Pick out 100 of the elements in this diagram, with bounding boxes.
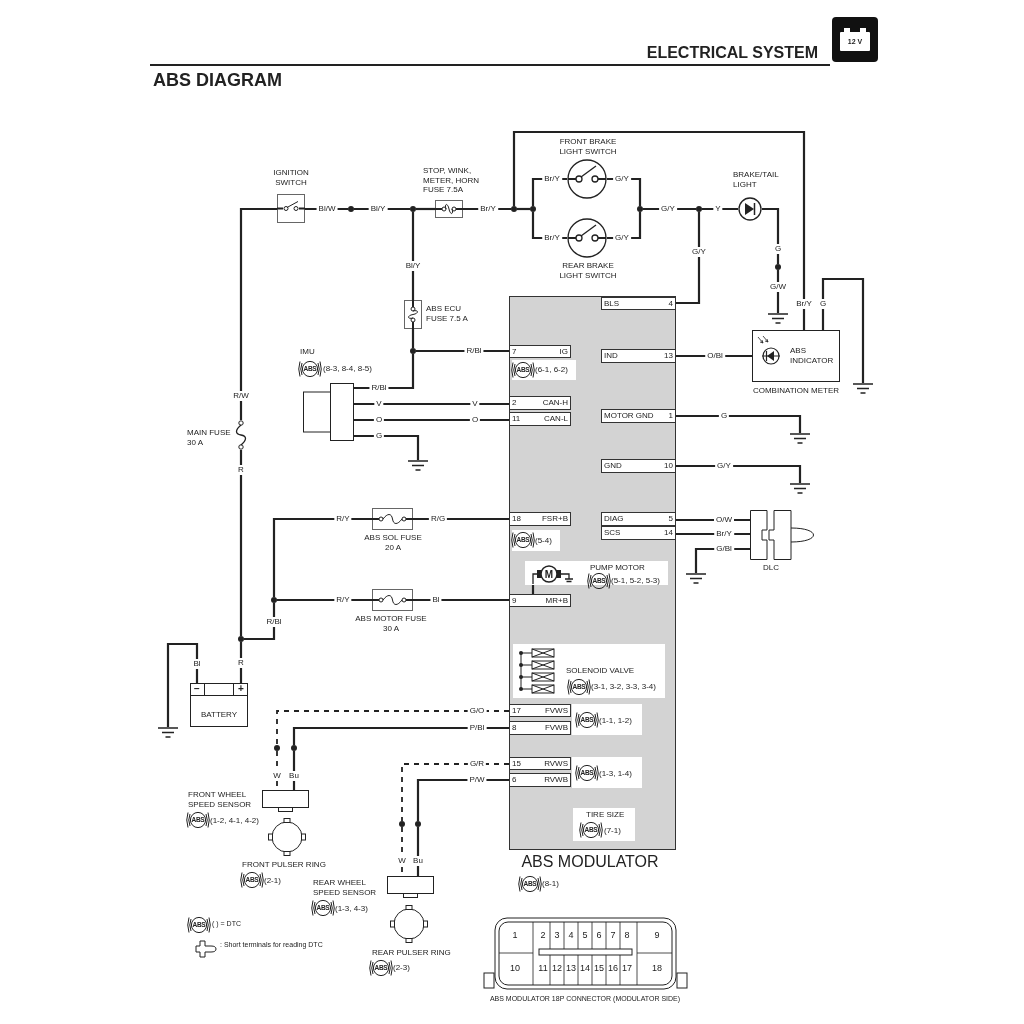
terminal-box <box>601 459 676 473</box>
wire <box>272 517 372 597</box>
pin-number: 2 <box>540 930 546 940</box>
note-panel <box>573 808 635 841</box>
wire <box>413 598 509 602</box>
component-label: REAR WHEEL SPEED SENSOR <box>313 878 378 898</box>
ground-symbol <box>408 460 428 472</box>
component-label: ABS INDICATOR <box>790 346 835 366</box>
wire-color-label: V <box>470 399 480 409</box>
pin-number: 10 <box>510 963 520 973</box>
pin-number: 15 <box>594 963 604 973</box>
wire-color-label: Bu <box>411 856 425 866</box>
component-label: FRONT WHEEL SPEED SENSOR <box>188 790 253 810</box>
wire <box>401 763 510 822</box>
terminal-label: 13 <box>664 351 673 361</box>
wire-color-label: O <box>373 415 385 425</box>
wire-color-label: W <box>396 856 408 866</box>
ground-symbol <box>686 573 706 585</box>
wire-color-label: R/G <box>428 514 448 524</box>
wire-color-label: R/Bl <box>369 383 389 393</box>
wire-color-label: Bl <box>191 659 203 669</box>
pin-number: 1 <box>512 930 518 940</box>
wire-color-label: G <box>718 411 730 421</box>
wire-color-label: R/Y <box>334 514 352 524</box>
wire-color-label: G <box>772 244 784 254</box>
component-label: TIRE SIZE <box>586 810 625 820</box>
wire-color-label: G <box>817 299 829 309</box>
wire-color-label: G <box>373 431 385 441</box>
wire <box>244 603 276 641</box>
terminal-label: 7 <box>512 347 517 357</box>
junction-dot <box>410 206 416 212</box>
wire <box>292 751 296 790</box>
wire <box>276 710 510 746</box>
terminal-label: BLS <box>604 299 620 309</box>
reference-code: (1-2, 4-1, 4-2) <box>210 816 259 826</box>
reference-code: (1-3, 4-3) <box>335 904 368 914</box>
component-label: ABS ECU FUSE 7.5 A <box>426 304 469 324</box>
wire-color-label: Br/Y <box>542 233 562 243</box>
terminal-label: GND <box>604 461 622 471</box>
motor-letter: M <box>544 570 554 580</box>
component-label: STOP, WINK, METER, HORN FUSE 7.5A <box>423 166 480 195</box>
junction-dot <box>530 206 536 212</box>
wire-color-label: P/Bl <box>467 723 487 733</box>
terminal-label: 15 <box>512 759 521 769</box>
reference-code: (7-1) <box>604 826 621 836</box>
connector-dot <box>399 821 405 827</box>
wire-color-label: W <box>271 771 283 781</box>
terminal-label: 9 <box>512 596 517 606</box>
wire <box>354 418 509 422</box>
module-label: ABS MODULATOR <box>520 852 660 872</box>
wire-color-label: R/Bl <box>464 346 484 356</box>
terminal-box <box>601 349 676 363</box>
wire <box>776 270 780 313</box>
reference-code: (2-3) <box>393 963 410 973</box>
component-label: (5-4) <box>535 536 552 546</box>
wire-color-label: G/Y <box>613 233 631 243</box>
terminal-label: 8 <box>512 723 517 733</box>
component-label: BATTERY <box>199 710 239 720</box>
connector-dot <box>775 264 781 270</box>
terminal-label: 11 <box>512 414 521 424</box>
component-label: REAR PULSER RING <box>372 948 451 958</box>
pin-number: 6 <box>596 930 602 940</box>
wire <box>607 212 642 240</box>
junction-dot <box>511 206 517 212</box>
wire-color-label: R/Bl <box>264 617 284 627</box>
ground-symbol <box>790 483 810 495</box>
terminal-label: IG <box>559 347 568 357</box>
junction-dot <box>637 206 643 212</box>
wire <box>416 778 509 821</box>
wire <box>416 207 435 211</box>
wire-color-label: G/W <box>768 282 788 292</box>
wire <box>239 207 277 420</box>
wire <box>166 642 199 727</box>
component-label: FRONT PULSER RING <box>242 860 326 870</box>
wire <box>411 329 415 348</box>
connector-dot <box>274 745 280 751</box>
wire-color-label: Bl/Y <box>403 261 423 271</box>
pin-number: 11 <box>538 963 548 973</box>
terminal-label: 2 <box>512 398 517 408</box>
note-panel <box>525 561 668 585</box>
terminal-box <box>601 512 676 526</box>
wire <box>531 177 567 206</box>
ground-symbol <box>768 313 788 325</box>
component-label: BRAKE/TAIL LIGHT <box>733 170 780 190</box>
wire-color-label: R/W <box>231 391 251 401</box>
ground-symbol <box>790 433 810 445</box>
terminal-label: 1 <box>668 411 673 421</box>
component-label: ABS SOL FUSE 20 A <box>363 533 423 553</box>
terminal-label: FSR+B <box>542 514 568 524</box>
pin-number: 8 <box>624 930 630 940</box>
pin-number: 4 <box>568 930 574 940</box>
component-label: (1-3, 1-4) <box>599 769 632 779</box>
wire <box>277 598 372 602</box>
component-label: COMBINATION METER <box>751 386 841 396</box>
wire <box>239 642 243 683</box>
wire-color-label: Bl/Y <box>368 204 388 214</box>
wire <box>354 434 420 460</box>
wire-color-label: Br/Y <box>794 299 814 309</box>
wire-color-label: G/R <box>467 759 487 769</box>
wire-color-label: O/W <box>714 515 734 525</box>
